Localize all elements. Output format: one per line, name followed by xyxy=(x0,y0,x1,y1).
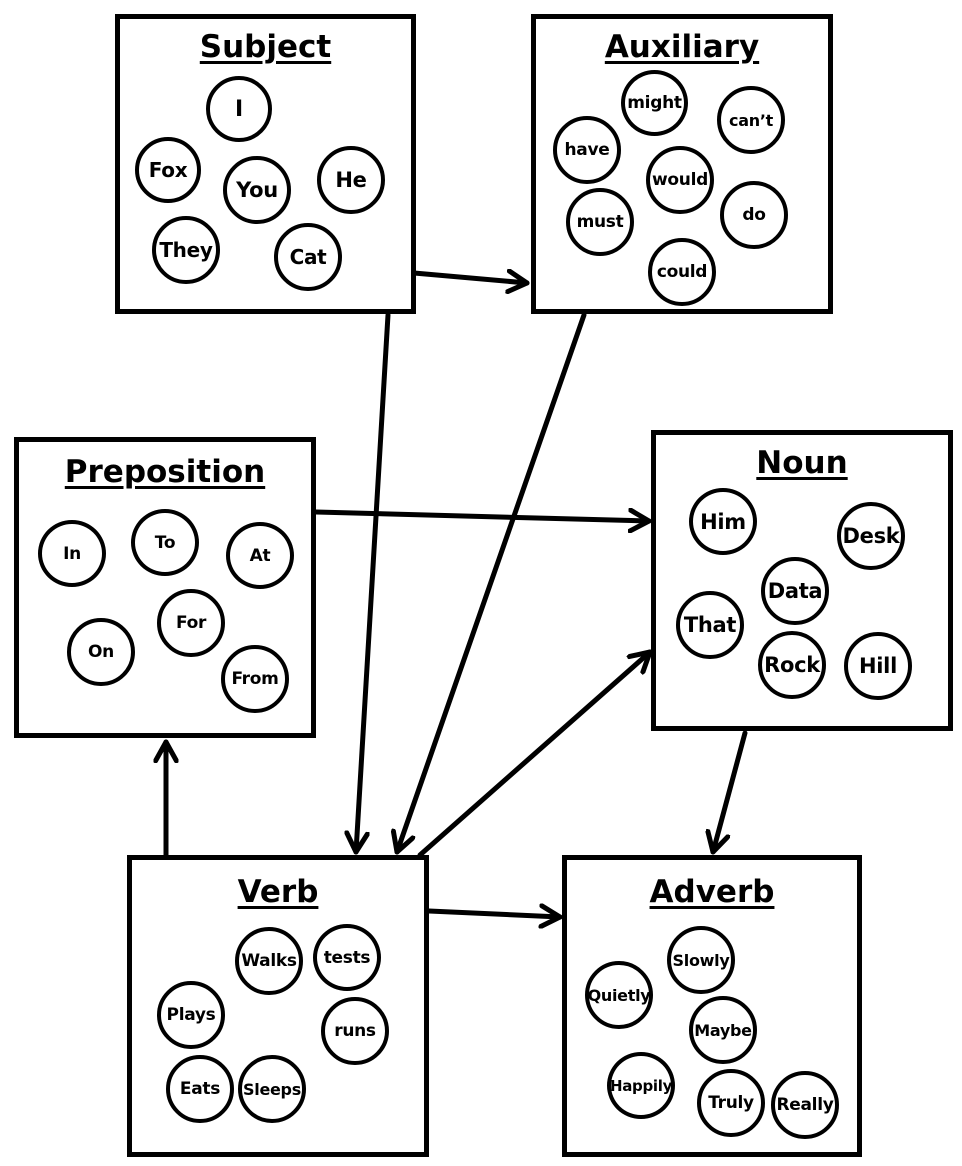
subject-word: I xyxy=(206,76,272,142)
noun-word: Him xyxy=(689,488,757,555)
preposition-word: For xyxy=(157,589,225,657)
auxiliary-word: must xyxy=(566,188,634,256)
preposition-word: From xyxy=(221,645,289,713)
arrow-verb-to-adverb xyxy=(426,911,563,917)
noun-word: Data xyxy=(761,557,829,625)
adverb-title: Adverb xyxy=(649,874,775,910)
arrow-subject-to-verb xyxy=(356,312,391,855)
noun-word: That xyxy=(676,591,744,659)
auxiliary-word: do xyxy=(720,181,788,249)
noun-title: Noun xyxy=(756,445,848,481)
verb-word: Sleeps xyxy=(238,1055,306,1123)
adverb-word: Truly xyxy=(697,1069,765,1137)
noun-word: Rock xyxy=(758,631,826,699)
arrow-preposition-to-noun xyxy=(313,512,652,521)
verb-word: tests xyxy=(313,924,381,991)
verb-word: Eats xyxy=(166,1055,234,1123)
auxiliary-word: would xyxy=(646,146,714,214)
adverb-word: Quietly xyxy=(585,961,653,1029)
subject-word: They xyxy=(152,216,220,284)
preposition-word: At xyxy=(226,522,294,589)
auxiliary-title: Auxiliary xyxy=(604,29,760,65)
preposition-word: On xyxy=(67,618,135,686)
noun-word: Hill xyxy=(844,632,912,700)
adverb-word: Really xyxy=(771,1071,839,1139)
preposition-word: In xyxy=(38,520,106,587)
subject-word: You xyxy=(223,156,291,224)
preposition-title: Preposition xyxy=(64,454,266,490)
auxiliary-word: might xyxy=(621,70,688,136)
subject-title: Subject xyxy=(199,29,332,65)
preposition-word: To xyxy=(131,509,199,576)
adverb-word: Maybe xyxy=(689,996,757,1064)
adverb-word: Happily xyxy=(607,1052,675,1119)
arrow-auxiliary-to-verb xyxy=(397,312,587,855)
verb-word: Walks xyxy=(235,927,303,995)
arrow-verb-to-noun xyxy=(417,649,653,858)
auxiliary-word: can’t xyxy=(717,86,785,154)
verb-word: runs xyxy=(321,997,389,1065)
verb-word: Plays xyxy=(157,981,225,1049)
auxiliary-word: could xyxy=(648,238,716,306)
auxiliary-word: have xyxy=(553,116,621,184)
subject-word: Cat xyxy=(274,223,342,291)
verb-title: Verb xyxy=(237,874,319,910)
noun-word: Desk xyxy=(837,502,905,570)
subject-word: Fox xyxy=(135,137,201,203)
arrow-subject-to-auxiliary xyxy=(411,273,530,283)
arrow-noun-to-adverb xyxy=(713,730,748,855)
subject-word: He xyxy=(317,146,385,214)
adverb-word: Slowly xyxy=(667,926,735,994)
